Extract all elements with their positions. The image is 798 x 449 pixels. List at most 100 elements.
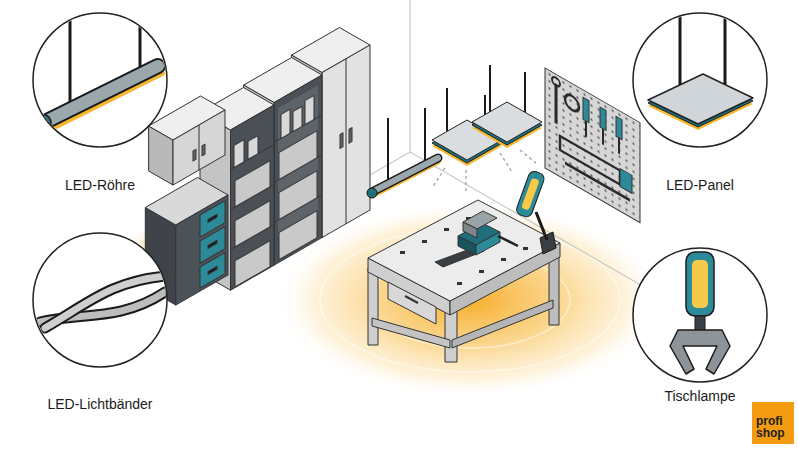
led-tube-scene (387, 118, 389, 184)
tall-cabinets (345, 59, 346, 224)
workbench (463, 222, 477, 238)
workbench (458, 236, 476, 255)
tall-cabinets (274, 75, 322, 265)
workbench (452, 300, 553, 348)
led-panels-scene (489, 65, 491, 112)
item-label: Tischlampe (664, 388, 735, 405)
workbench (501, 258, 506, 261)
workbench (479, 270, 484, 273)
led-panels-scene (432, 168, 445, 188)
led-panels-scene (465, 170, 466, 192)
pegboard (618, 138, 620, 154)
workbench (368, 268, 378, 345)
tall-cabinets (274, 75, 322, 265)
pegboard (545, 68, 640, 223)
wall-cabinet (173, 110, 225, 185)
tube-circle (39, 10, 162, 131)
workbench (476, 232, 500, 255)
led-tube-scene (367, 188, 377, 198)
tall-cabinets (322, 45, 370, 238)
item-label: LED-Lichtbänder (47, 396, 152, 413)
tall-cabinets (279, 211, 317, 260)
pegboard (552, 75, 560, 88)
workbench (400, 217, 528, 285)
logo-text: profi shop (756, 415, 790, 440)
lamp-circle (633, 248, 767, 382)
tall-cabinets (235, 201, 270, 247)
desk-lamp-scene (521, 178, 539, 211)
lamp-circle (686, 252, 714, 316)
workbench (388, 282, 436, 324)
workbench (523, 247, 528, 250)
brand-logo: profi shop (752, 402, 794, 444)
tube-circle (45, 66, 158, 122)
pegboard (545, 68, 640, 223)
workbench (422, 240, 427, 243)
tube-circle (69, 10, 72, 110)
strip-circle (33, 233, 167, 367)
workbench (457, 282, 462, 285)
pegboard (602, 129, 604, 145)
desk-lamp-scene (515, 170, 556, 254)
tall-cabinets (281, 109, 290, 138)
workbench (498, 236, 518, 246)
wall-cabinet (198, 125, 199, 170)
pegboard (620, 169, 632, 194)
pegboard (616, 116, 622, 139)
panel-circle (633, 10, 767, 147)
desk-lamp-scene (515, 170, 546, 219)
panel-circle (724, 10, 727, 84)
tall-cabinets (322, 45, 370, 238)
led-panels-scene (446, 88, 448, 131)
tall-cabinets (349, 128, 352, 144)
item-label: LED-Panel (666, 177, 734, 194)
tall-cabinets (293, 106, 302, 131)
drawer-cabinet (145, 178, 228, 226)
pegboard (565, 92, 579, 114)
tall-cabinets (231, 105, 275, 290)
led-tube-scene (372, 158, 438, 192)
desk-lamp-scene (540, 232, 556, 254)
workbench (444, 228, 449, 231)
pegboard (545, 68, 640, 223)
tube-circle (45, 66, 158, 122)
led-panels-scene (520, 150, 536, 163)
workbench (400, 251, 405, 254)
workbench (368, 200, 560, 362)
pegboard (600, 107, 606, 130)
led-panels-scene (432, 65, 542, 192)
item-label: LED-Röhre (65, 177, 135, 194)
tube-circle (48, 73, 162, 130)
workbench (405, 296, 418, 303)
workbench (372, 318, 450, 348)
led-tube-scene (372, 158, 438, 192)
tube-circle (33, 10, 167, 147)
strip-circle (45, 276, 165, 328)
tall-cabinets (305, 95, 314, 124)
tube-circle (39, 115, 51, 131)
pegboard (565, 163, 630, 200)
tall-cabinets (248, 136, 258, 160)
drawer-cabinet (176, 195, 228, 305)
strip-circle (45, 276, 165, 328)
drawer-cabinet (208, 214, 217, 222)
tall-cabinets (235, 241, 270, 287)
drawer-cabinet (208, 266, 217, 274)
lamp-circle (670, 330, 730, 374)
tube-circle (33, 13, 167, 147)
panel-circle (633, 13, 767, 147)
led-tube-scene (367, 108, 438, 198)
strip-circle (40, 276, 165, 328)
desk-lamp-scene (536, 212, 547, 240)
pegboard (585, 121, 587, 137)
tall-cabinets (235, 161, 270, 207)
tall-cabinets (279, 131, 317, 180)
room-lines (409, 0, 410, 152)
pegboard (583, 97, 589, 122)
led-panels-scene (432, 150, 536, 192)
lamp-circle (692, 260, 708, 308)
led-tube-scene (424, 108, 426, 166)
